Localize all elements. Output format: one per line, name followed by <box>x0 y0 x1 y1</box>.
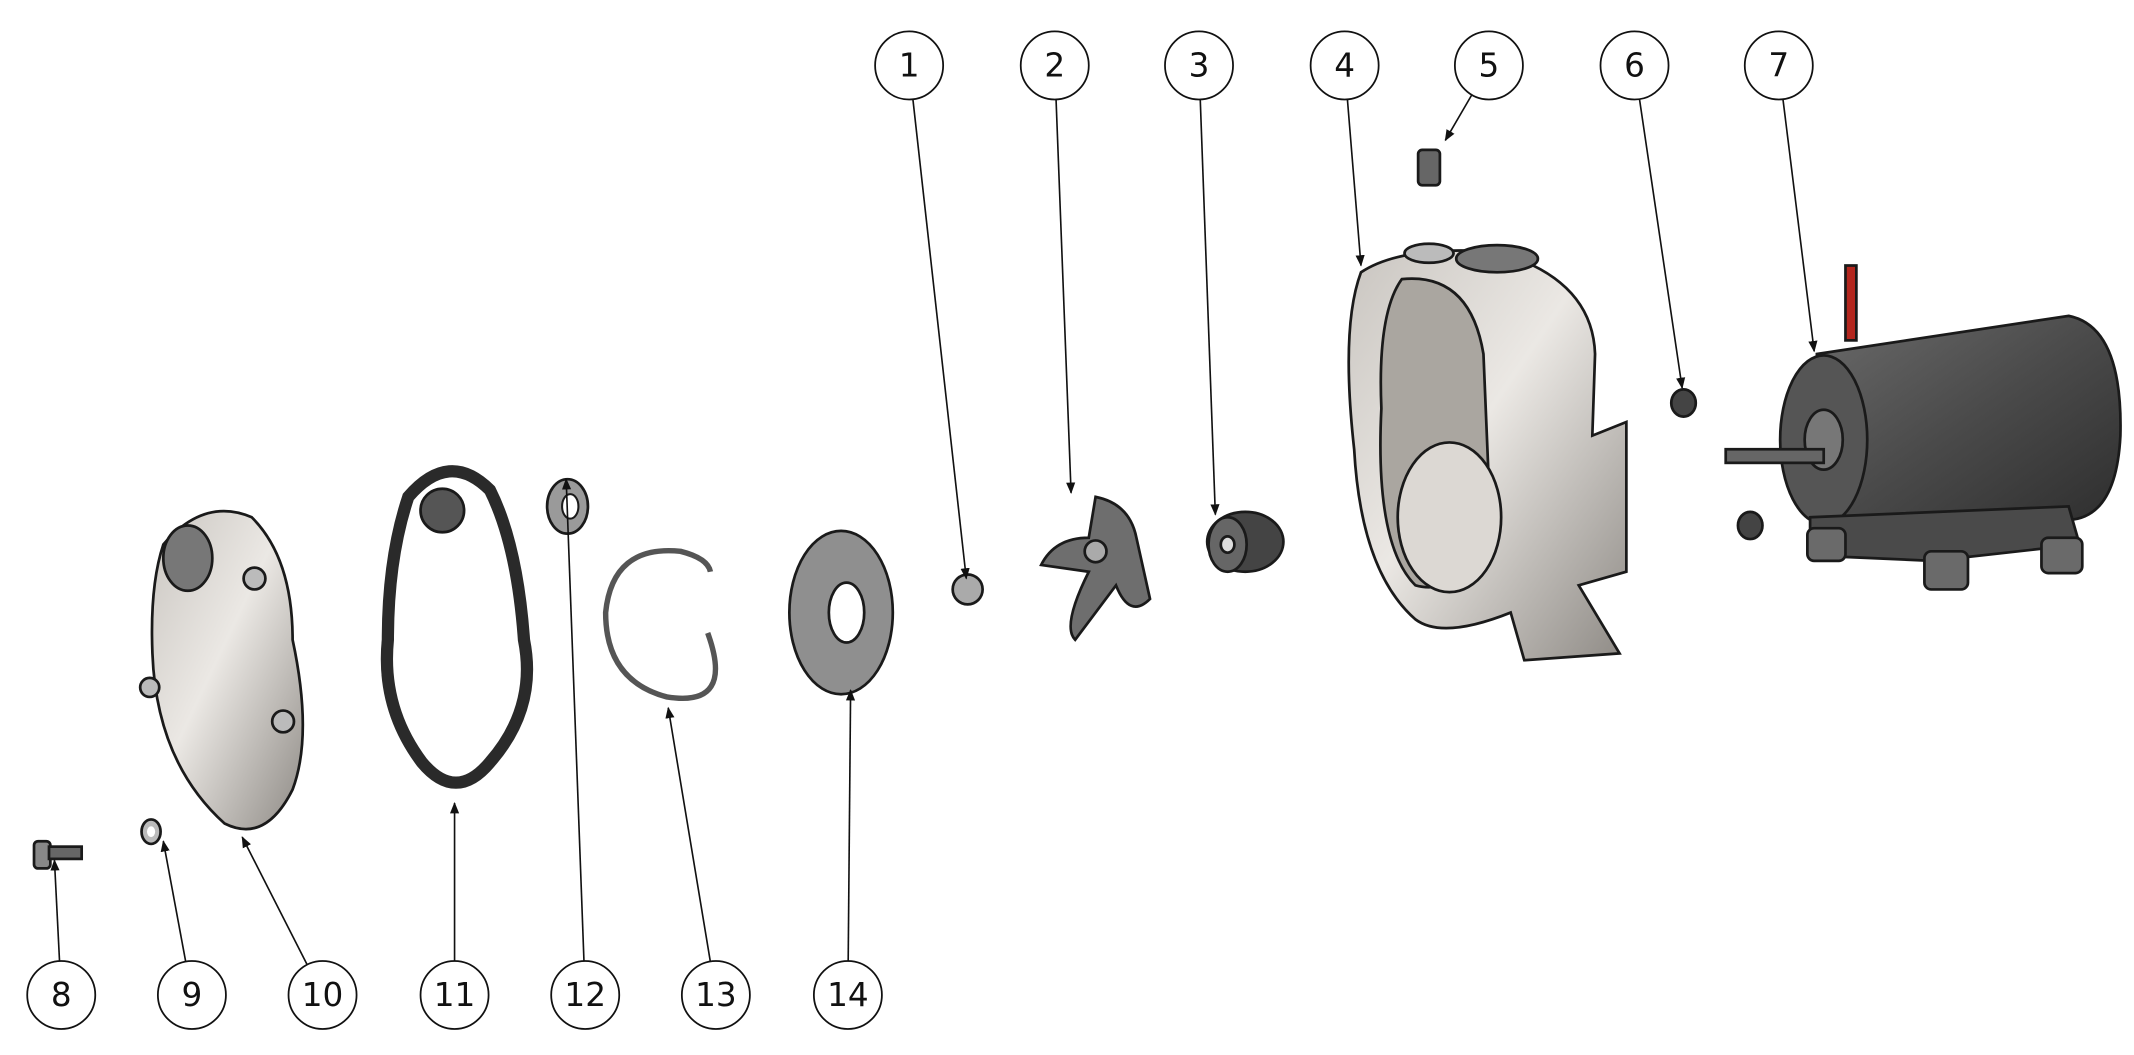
balloon-label: 13 <box>695 976 737 1014</box>
balloon-label: 14 <box>827 976 869 1014</box>
balloon-label: 11 <box>434 976 476 1014</box>
balloon-14: 14 <box>812 960 883 1030</box>
balloon-7: 7 <box>1743 30 1814 101</box>
balloon-1: 1 <box>874 30 945 101</box>
leader-line-9 <box>160 840 187 962</box>
balloon-13: 13 <box>680 960 751 1030</box>
leader-line-10 <box>241 836 308 966</box>
leader-line-3 <box>1199 99 1220 516</box>
seal-3 <box>1205 510 1285 574</box>
balloon-6: 6 <box>1599 30 1670 101</box>
leader-line-8 <box>50 859 61 962</box>
bolt-8 <box>32 839 84 870</box>
balloon-circle <box>26 960 97 1030</box>
balloon-circle <box>1309 30 1380 101</box>
balloon-label: 7 <box>1768 46 1789 84</box>
balloon-9: 9 <box>156 960 227 1030</box>
balloon-12: 12 <box>550 960 621 1030</box>
balloon-label: 12 <box>564 976 606 1014</box>
leader-line-2 <box>1055 99 1076 494</box>
nut-1 <box>951 573 984 606</box>
balloon-circle <box>680 960 751 1030</box>
balloon-3: 3 <box>1164 30 1234 101</box>
balloon-5: 5 <box>1453 30 1524 101</box>
balloon-4: 4 <box>1309 30 1380 101</box>
balloon-label: 3 <box>1189 46 1210 84</box>
nut-6 <box>1669 388 1764 541</box>
washer-9 <box>140 818 162 846</box>
leader-line-1 <box>912 99 970 580</box>
balloon-label: 10 <box>302 976 344 1014</box>
leader-line-5 <box>1444 94 1473 142</box>
leader-line-7 <box>1782 99 1818 353</box>
leader-lines <box>50 94 1818 966</box>
leader-line-6 <box>1638 98 1686 390</box>
leader-line-13 <box>665 706 712 962</box>
leader-line-12 <box>561 478 585 962</box>
wear-plate-14 <box>788 529 895 696</box>
balloon-label: 5 <box>1479 46 1500 84</box>
impeller-2 <box>1039 495 1152 642</box>
balloon-2: 2 <box>1019 30 1090 101</box>
balloon-label: 2 <box>1044 46 1065 84</box>
retaining-ring-13 <box>602 547 719 701</box>
balloon-circle <box>550 960 621 1030</box>
balloon-circle <box>812 960 883 1030</box>
motor <box>1724 264 2122 591</box>
balloon-circle <box>1743 30 1814 101</box>
balloon-11: 11 <box>419 960 490 1030</box>
balloon-label: 9 <box>182 976 203 1014</box>
balloon-label: 8 <box>51 976 72 1014</box>
gasket-11 <box>380 465 534 789</box>
balloon-circle <box>1164 30 1234 101</box>
balloon-10: 10 <box>287 960 358 1030</box>
balloon-circle <box>1019 30 1090 101</box>
balloon-8: 8 <box>26 960 97 1030</box>
balloon-circle <box>419 960 490 1030</box>
leader-line-14 <box>845 688 856 961</box>
balloon-circle <box>287 960 358 1030</box>
cover-10 <box>138 509 305 831</box>
leader-line-4 <box>1346 99 1365 267</box>
balloon-circle <box>1453 30 1524 101</box>
balloon-label: 6 <box>1624 46 1645 84</box>
balloon-circle <box>156 960 227 1030</box>
balloon-circle <box>874 30 945 101</box>
balloon-circle <box>1599 30 1670 101</box>
balloon-label: 1 <box>899 46 920 84</box>
plug-5 <box>1416 148 1442 187</box>
pump-housing <box>1347 242 1628 662</box>
balloon-label: 4 <box>1334 46 1355 84</box>
